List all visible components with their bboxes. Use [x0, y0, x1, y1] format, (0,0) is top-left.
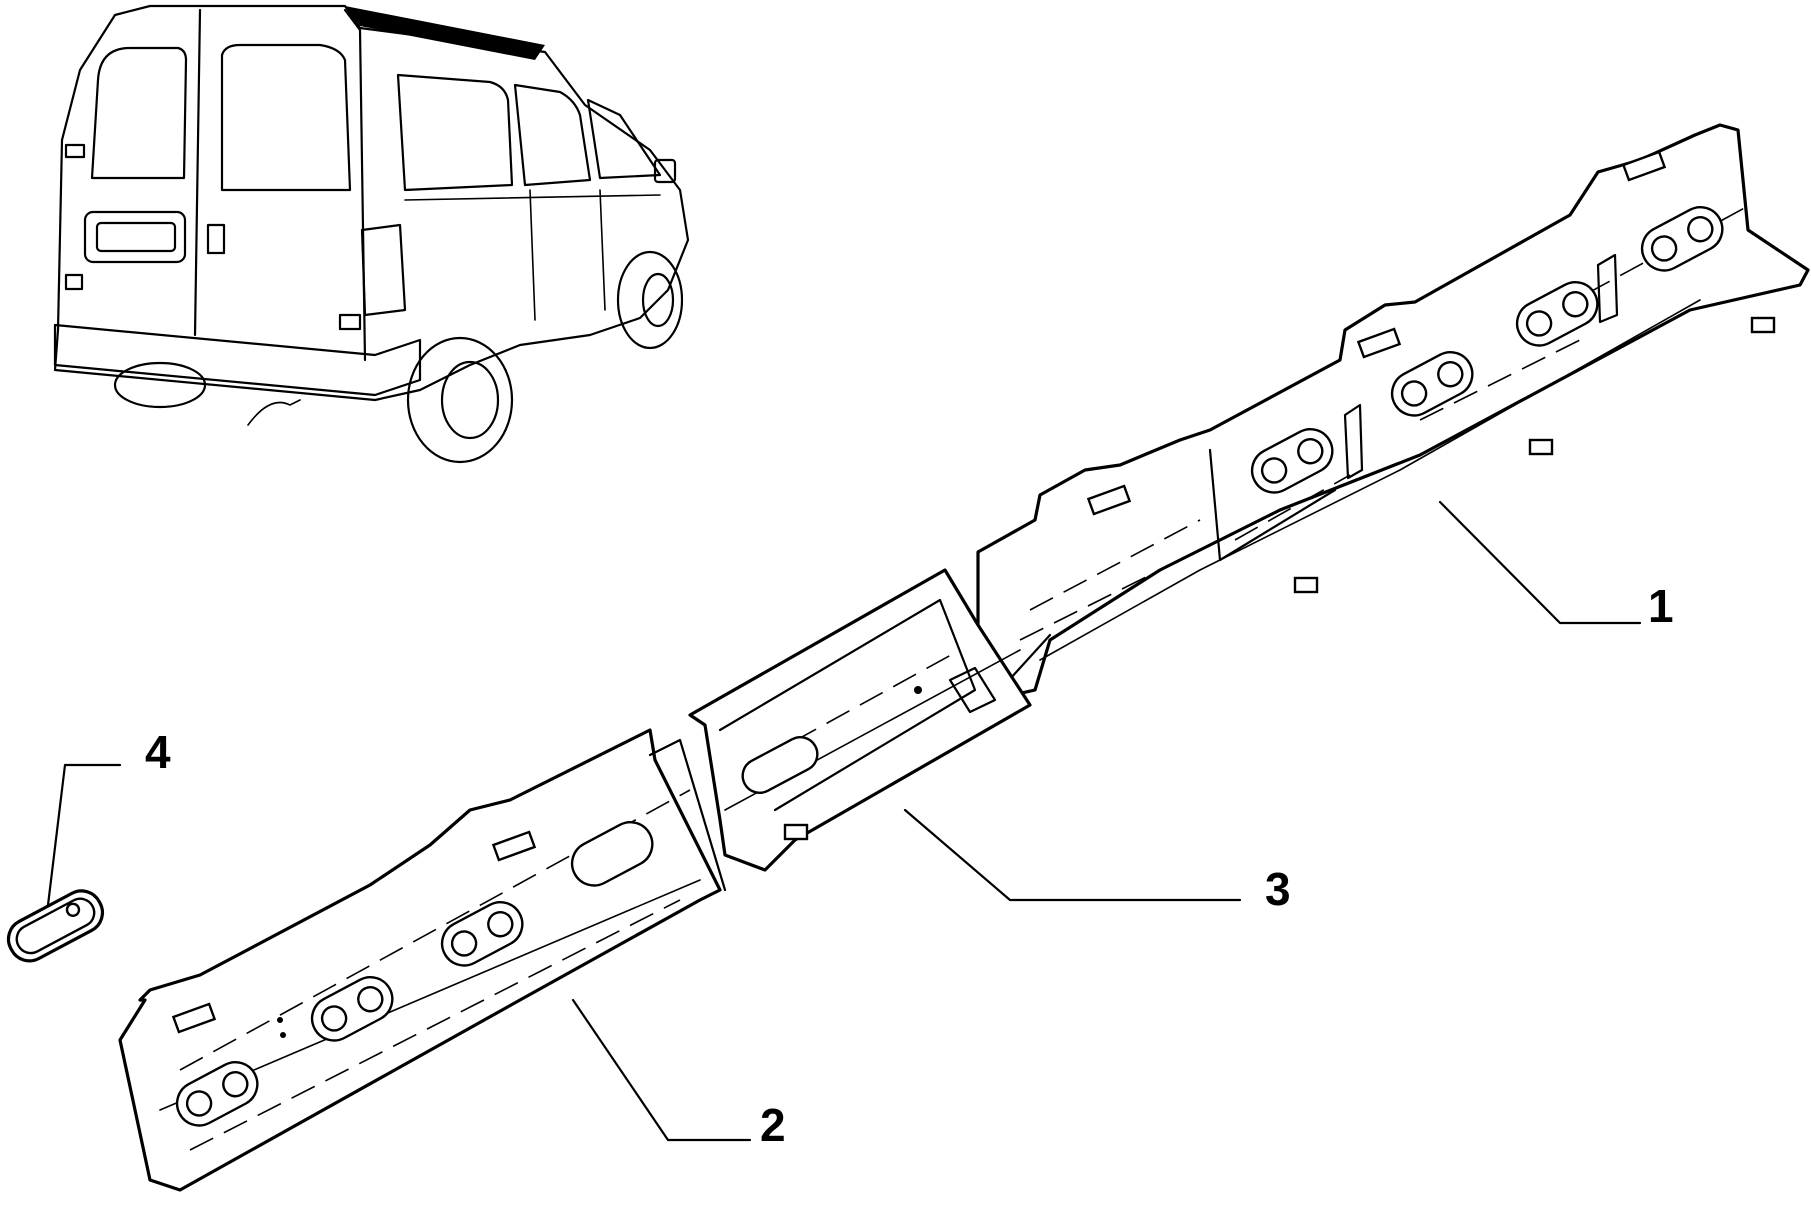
part-4-center [65, 902, 81, 917]
van-rear-hub [440, 360, 500, 440]
callout-4: 4 [145, 726, 171, 778]
part-2-hole-1 [175, 1061, 259, 1127]
leader-3 [903, 808, 1242, 902]
leader-1 [1438, 500, 1642, 625]
part-2-hole-3 [440, 901, 524, 967]
part-1-dash-3 [1234, 474, 1351, 541]
leader-2 [571, 998, 752, 1142]
part-2-hole-4 [570, 821, 654, 887]
van-rear-corner [343, 8, 367, 362]
van-rear-wheel-right [406, 336, 514, 464]
part-1-hole-1 [1250, 428, 1334, 494]
callout-2: 2 [760, 1099, 786, 1151]
callout-labels: 1 2 3 4 [145, 580, 1674, 1151]
part-1-flange-line [1039, 299, 1701, 661]
van-plate-recess [83, 210, 187, 264]
part-3-tab [783, 823, 809, 841]
part-2-slot-2 [491, 830, 537, 862]
part-1-slot-2 [1356, 327, 1402, 359]
van-body [53, 4, 690, 402]
part-1-dash-4 [1419, 339, 1581, 421]
van-rear-window-left [90, 46, 188, 180]
van-roof-rack [345, 6, 545, 60]
part-2-side-reinforcement [118, 728, 727, 1192]
van-reflector [338, 313, 362, 331]
van-side-door-line [529, 189, 536, 321]
part-3-outline [688, 568, 1032, 872]
part-1-slot-3 [1621, 150, 1667, 182]
part-1-tab-3 [1750, 316, 1776, 334]
van-rear-wheel-left [113, 361, 207, 409]
part-2-dash-1 [179, 789, 691, 1071]
van-marker-upper [64, 143, 86, 159]
part-2-pin-2 [280, 1032, 286, 1038]
van-side-window-1 [396, 73, 514, 192]
part-1-hole-2 [1390, 351, 1474, 417]
van-door-split [193, 8, 202, 337]
van-illustration [53, 4, 690, 464]
van-exhaust [247, 399, 301, 426]
part-1-rib-2 [1596, 253, 1619, 324]
part-3-pin-hole [914, 686, 922, 694]
van-marker-lower [64, 273, 84, 291]
van-front-door-line [599, 189, 606, 311]
part-2-end-face [648, 738, 727, 892]
part-1-rib-1 [1343, 403, 1364, 480]
leader-4 [46, 763, 122, 907]
part-1-hole-3 [1515, 281, 1599, 347]
part-1-tab-2 [1528, 438, 1554, 456]
part-3-slot [741, 736, 819, 794]
part-2-pin-1 [277, 1017, 283, 1023]
part-1-dash-2 [1029, 519, 1201, 611]
part-3-inner-face [718, 598, 977, 812]
callout-3: 3 [1265, 863, 1291, 915]
part-2-dash-2 [189, 899, 681, 1151]
van-rear-window-right [220, 43, 352, 192]
callout-1: 1 [1648, 580, 1674, 632]
van-front-hub [641, 272, 675, 328]
part-1-outline [976, 123, 1810, 702]
part-4-plug [6, 889, 105, 963]
part-3-clip [948, 666, 997, 714]
part-2-slot-1 [171, 1002, 217, 1034]
part-1-hole-4 [1640, 206, 1724, 272]
van-beltline [404, 194, 661, 201]
part-1-dash-1 [1019, 559, 1181, 641]
van-taillight [360, 223, 407, 317]
van-plate [95, 221, 177, 253]
part-2-outline [118, 728, 722, 1192]
part-2-hole-2 [310, 976, 394, 1042]
part-1-rear-crossmember [976, 123, 1810, 702]
van-door-handle [206, 223, 226, 255]
van-side-window-2 [513, 83, 592, 187]
callout-leaders [46, 500, 1642, 1142]
part-1-slot-1 [1086, 484, 1132, 516]
van-mirror [653, 158, 677, 184]
van-side-window-3 [586, 98, 662, 180]
part-3-center-bracket [688, 568, 1032, 872]
part-1-tab-1 [1293, 576, 1319, 594]
van-front-wheel [616, 250, 684, 350]
van-rear-bumper [53, 323, 422, 397]
